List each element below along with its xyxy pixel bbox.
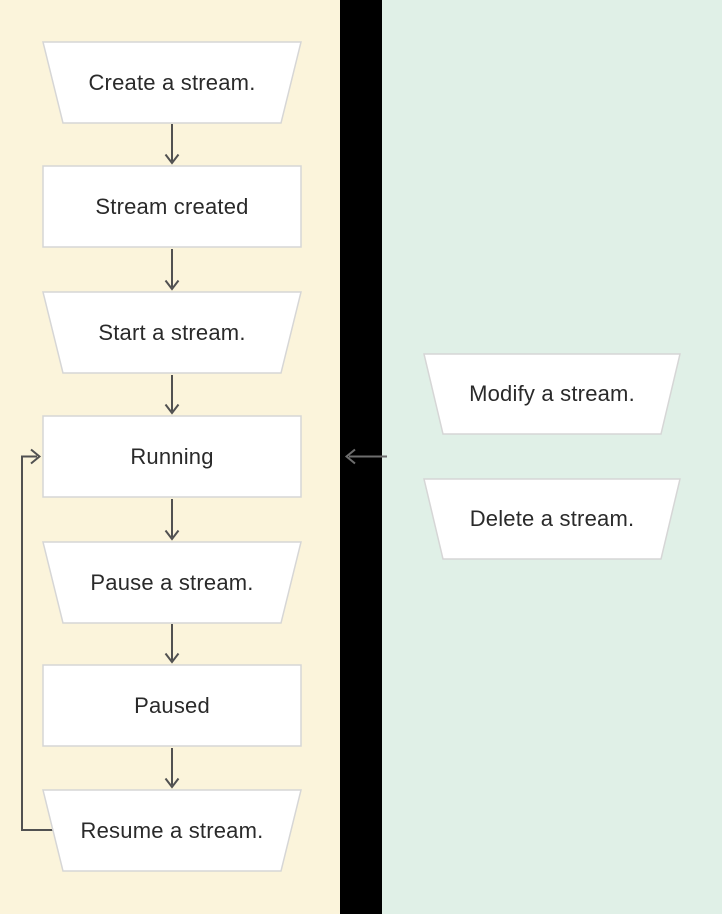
node-label: Stream created (95, 193, 249, 219)
trapezoid-shape (42, 541, 302, 624)
node-stream-created: Stream created (42, 165, 302, 248)
actions-panel-background (382, 0, 722, 914)
trapezoid-shape (42, 41, 302, 124)
trapezoid-shape (42, 789, 302, 872)
arrow-running-to-pause (164, 499, 180, 541)
arrow-resume-loop-to-running (21, 448, 54, 831)
node-label: Resume a stream. (80, 817, 264, 843)
node-start-a-stream: Start a stream. (42, 291, 302, 374)
trapezoid-shape (42, 291, 302, 374)
trapezoid-shape (423, 353, 681, 435)
node-label: Pause a stream. (90, 569, 254, 595)
node-label: Create a stream. (88, 69, 256, 95)
node-create-a-stream: Create a stream. (42, 41, 302, 124)
arrow-created-to-start (164, 249, 180, 291)
node-delete-a-stream: Delete a stream. (423, 478, 681, 560)
node-resume-a-stream: Resume a stream. (42, 789, 302, 872)
arrow-pause-to-paused (164, 624, 180, 664)
node-label: Paused (134, 692, 210, 718)
node-pause-a-stream: Pause a stream. (42, 541, 302, 624)
node-label: Start a stream. (98, 319, 246, 345)
arrow-start-to-running (164, 375, 180, 415)
rectangle-shape (42, 415, 302, 498)
node-label: Running (130, 443, 214, 469)
trapezoid-shape (423, 478, 681, 560)
node-paused: Paused (42, 664, 302, 747)
node-running: Running (42, 415, 302, 498)
node-modify-a-stream: Modify a stream. (423, 353, 681, 435)
node-label: Modify a stream. (469, 381, 635, 406)
arrow-paused-to-resume (164, 748, 180, 789)
rectangle-shape (42, 165, 302, 248)
arrow-create-to-created (164, 124, 180, 165)
arrow-actions-to-running (344, 448, 387, 465)
node-label: Delete a stream. (469, 506, 635, 531)
rectangle-shape (42, 664, 302, 747)
